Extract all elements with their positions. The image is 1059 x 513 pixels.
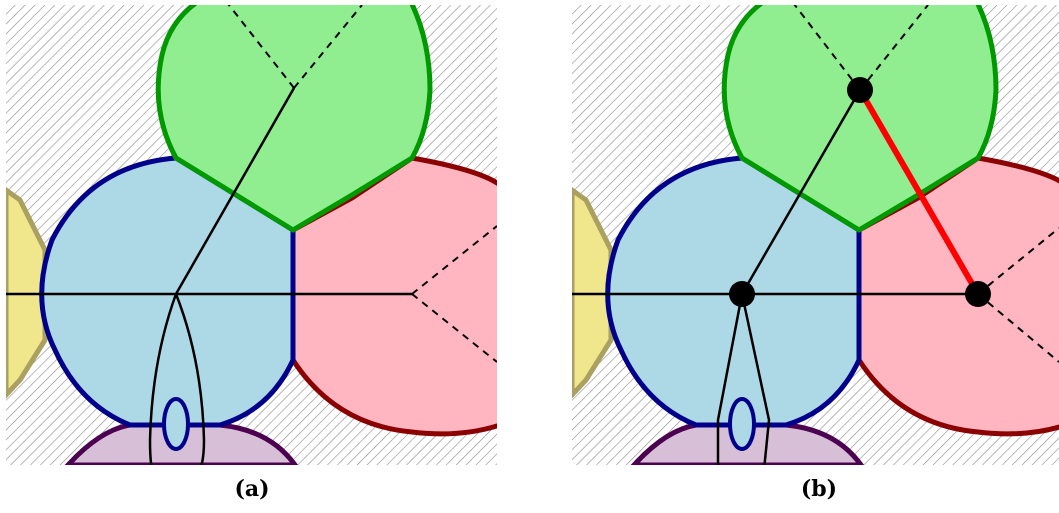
dashed-green-left bbox=[227, 5, 295, 89]
vertex-blue bbox=[729, 281, 755, 307]
panel-a bbox=[6, 5, 497, 465]
blue-loop bbox=[162, 397, 190, 451]
dashed-pink-up bbox=[411, 225, 497, 295]
dashed-green-right bbox=[859, 5, 929, 91]
pink-region bbox=[290, 155, 497, 437]
edge-loop-left bbox=[716, 293, 744, 465]
edge-blue-green bbox=[740, 89, 862, 295]
edge-loop-right bbox=[174, 293, 206, 465]
vertex-pink bbox=[965, 281, 991, 307]
green-region bbox=[155, 5, 433, 233]
blue-loop bbox=[728, 397, 756, 451]
dashed-pink-up bbox=[977, 227, 1059, 295]
edge-blue-green bbox=[174, 87, 296, 295]
green-region bbox=[721, 5, 999, 233]
caption-a: (a) bbox=[234, 476, 270, 502]
highlight-edge-green-pink bbox=[857, 88, 981, 296]
yellow-region bbox=[572, 186, 614, 399]
blue-region bbox=[39, 155, 296, 428]
pink-region bbox=[856, 155, 1059, 437]
panel-b bbox=[572, 5, 1059, 465]
vertex-green bbox=[847, 77, 873, 103]
edge-loop-left bbox=[148, 293, 178, 465]
dashed-pink-down bbox=[411, 293, 497, 363]
dashed-green-right bbox=[293, 5, 363, 89]
dashed-green-left bbox=[793, 5, 861, 91]
edge-loop-right bbox=[740, 293, 771, 465]
caption-b: (b) bbox=[800, 476, 838, 502]
dashed-pink-down bbox=[977, 293, 1059, 363]
yellow-region bbox=[6, 186, 48, 399]
